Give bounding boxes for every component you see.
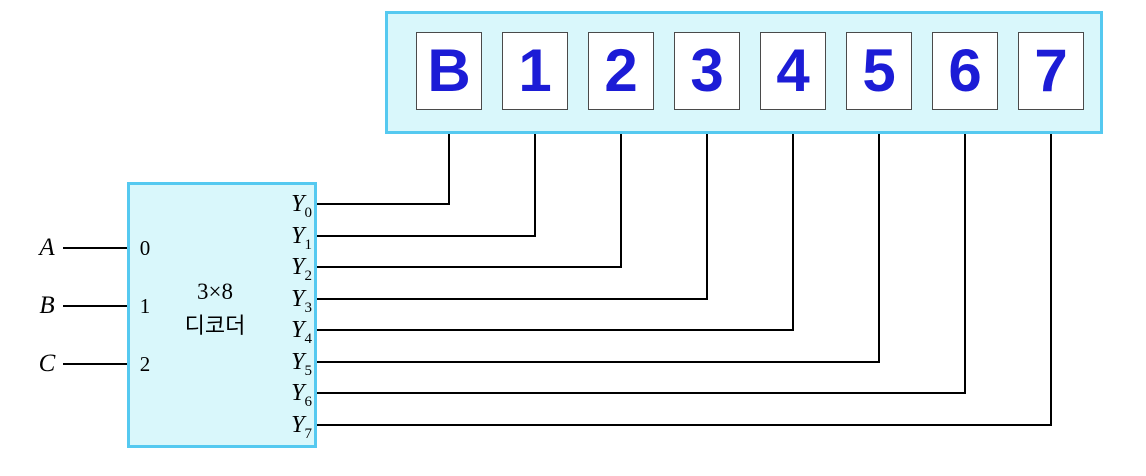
output-sub: 1 — [304, 236, 313, 253]
display-panel: B 1 2 3 4 5 6 7 — [385, 11, 1103, 134]
output-label-y1: Y1 — [291, 222, 313, 253]
wire-y0-to-cell-b — [310, 130, 450, 205]
display-cell-4: 4 — [760, 32, 826, 110]
decoder-box: 3×8 디코더 0 1 2 Y0 Y1 Y2 Y3 Y4 Y5 Y6 Y7 — [127, 182, 317, 448]
output-label-y7: Y7 — [291, 411, 313, 442]
input-pin-2: 2 — [139, 352, 151, 376]
input-label-a: A — [39, 234, 55, 261]
input-pin-1: 1 — [139, 294, 151, 318]
output-base: Y — [291, 254, 305, 280]
wire-y3-to-cell-3 — [310, 130, 708, 300]
display-cell-label: 7 — [1034, 37, 1068, 104]
display-cell-0: B — [416, 32, 482, 110]
output-base: Y — [291, 317, 305, 343]
output-base: Y — [291, 286, 305, 312]
display-cell-label: 1 — [518, 37, 552, 104]
output-base: Y — [291, 191, 305, 217]
output-label-y6: Y6 — [291, 379, 313, 410]
input-label-b: B — [39, 292, 55, 319]
output-label-y4: Y4 — [291, 316, 313, 347]
output-label-y3: Y3 — [291, 285, 313, 316]
output-sub: 7 — [304, 425, 313, 442]
output-sub: 0 — [304, 204, 313, 221]
output-sub: 5 — [304, 362, 313, 379]
decoder-title: 3×8 디코더 — [130, 275, 300, 343]
output-label-y5: Y5 — [291, 348, 313, 379]
display-cell-5: 5 — [846, 32, 912, 110]
wire-y7-to-cell-7 — [310, 130, 1052, 426]
wire-y1-to-cell-1 — [310, 130, 536, 237]
display-cell-3: 3 — [674, 32, 740, 110]
output-base: Y — [291, 223, 305, 249]
output-sub: 4 — [304, 330, 313, 347]
display-cell-label: 3 — [690, 37, 724, 104]
output-sub: 6 — [304, 393, 313, 410]
decoder-title-line2: 디코더 — [184, 313, 246, 338]
display-cell-label: 4 — [776, 37, 810, 104]
wire-y2-to-cell-2 — [310, 130, 622, 268]
wire-y6-to-cell-6 — [310, 130, 966, 394]
display-cell-label: 2 — [604, 37, 638, 104]
wire-y4-to-cell-4 — [310, 130, 794, 331]
output-label-y0: Y0 — [291, 190, 313, 221]
output-label-y2: Y2 — [291, 253, 313, 284]
input-label-c: C — [38, 350, 56, 377]
output-sub: 2 — [304, 267, 313, 284]
display-cell-label: 6 — [948, 37, 982, 104]
output-sub: 3 — [304, 299, 313, 316]
output-base: Y — [291, 412, 305, 438]
output-base: Y — [291, 380, 305, 406]
display-cell-label: 5 — [862, 37, 896, 104]
display-cell-1: 1 — [502, 32, 568, 110]
decoder-title-line1: 3×8 — [197, 279, 233, 304]
output-base: Y — [291, 349, 305, 375]
display-cell-2: 2 — [588, 32, 654, 110]
wire-y5-to-cell-5 — [310, 130, 880, 363]
display-cell-7: 7 — [1018, 32, 1084, 110]
display-cell-6: 6 — [932, 32, 998, 110]
input-pin-0: 0 — [139, 236, 151, 260]
display-cell-label: B — [427, 37, 471, 104]
